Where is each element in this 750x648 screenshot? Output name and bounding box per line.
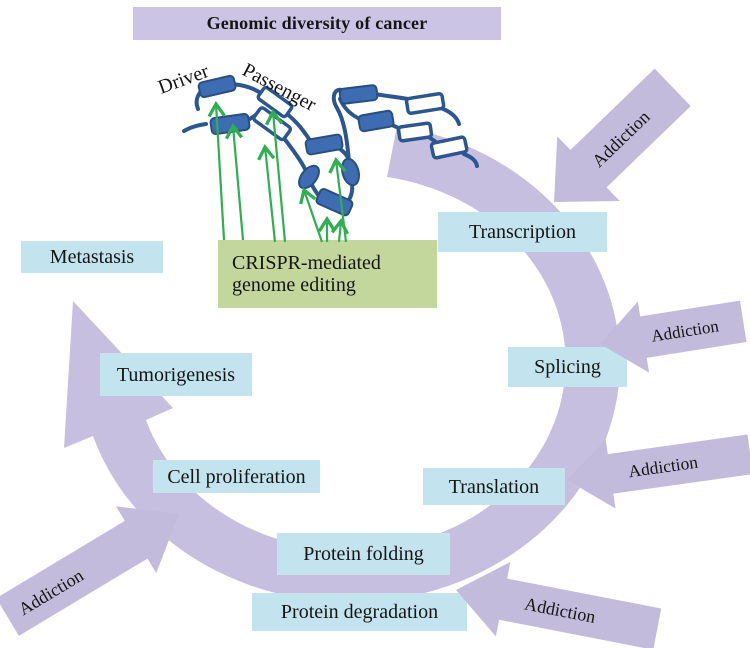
passenger-mutation-box — [396, 121, 434, 143]
stage-protein-degradation: Protein degradation — [252, 593, 467, 631]
addiction-arrow-shape — [0, 506, 179, 636]
chromatin-ellipse — [298, 164, 320, 190]
crispr-target-arrow — [328, 156, 348, 243]
crispr-label-line1: CRISPR-mediated — [232, 252, 381, 274]
stage-translation: Translation — [423, 468, 565, 505]
addiction-arrow-splicing: Addiction — [600, 300, 747, 373]
driver-mutation-box — [315, 188, 354, 217]
gene-strand — [331, 87, 351, 164]
gene-strand — [439, 106, 461, 126]
addiction-arrow-transcription: Addiction — [554, 68, 691, 202]
addiction-arrow-shape — [554, 68, 691, 202]
gene-strand — [373, 92, 410, 101]
page-title: Genomic diversity of cancer — [133, 7, 501, 40]
crispr-label-line2: genome editing — [232, 274, 356, 296]
driver-mutation-box — [357, 109, 395, 133]
passenger-mutation-box — [256, 85, 294, 119]
driver-mutation-box — [197, 74, 237, 99]
stage-cell-proliferation: Cell proliferation — [153, 460, 320, 493]
gene-strand — [182, 122, 208, 133]
crispr-target-arrow — [207, 100, 226, 241]
crispr-target-arrow — [264, 108, 287, 243]
addiction-arrow-shape — [456, 561, 662, 648]
stage-protein-folding: Protein folding — [277, 533, 450, 575]
addiction-arrow-shape — [567, 434, 750, 509]
stage-splicing: Splicing — [508, 347, 627, 387]
addiction-arrow-cell-proliferation: Addiction — [0, 506, 179, 636]
stage-tumorigenesis: Tumorigenesis — [100, 353, 252, 396]
addiction-arrow-shape — [600, 300, 747, 373]
driver-mutation-box — [338, 84, 379, 105]
driver-mutation-box — [304, 133, 344, 156]
crispr-target-arrow — [224, 122, 245, 241]
gene-strand — [284, 111, 311, 141]
crispr-box: CRISPR-mediated genome editing — [218, 240, 437, 308]
stage-metastasis: Metastasis — [21, 241, 163, 273]
addiction-arrow-protein-degradation: Addiction — [456, 561, 662, 648]
crispr-target-arrow — [330, 217, 349, 243]
gene-strand — [281, 135, 307, 171]
crispr-target-arrows — [207, 100, 349, 243]
gene-strand — [462, 152, 479, 168]
passenger-mutation-box — [404, 91, 446, 116]
stage-transcription: Transcription — [438, 212, 607, 252]
crispr-target-arrow — [257, 143, 277, 243]
passenger-mutation-box — [429, 135, 469, 160]
chromatin-ellipse — [341, 157, 360, 187]
crispr-target-arrow — [299, 187, 324, 243]
addiction-arrow-translation: Addiction — [567, 434, 750, 509]
